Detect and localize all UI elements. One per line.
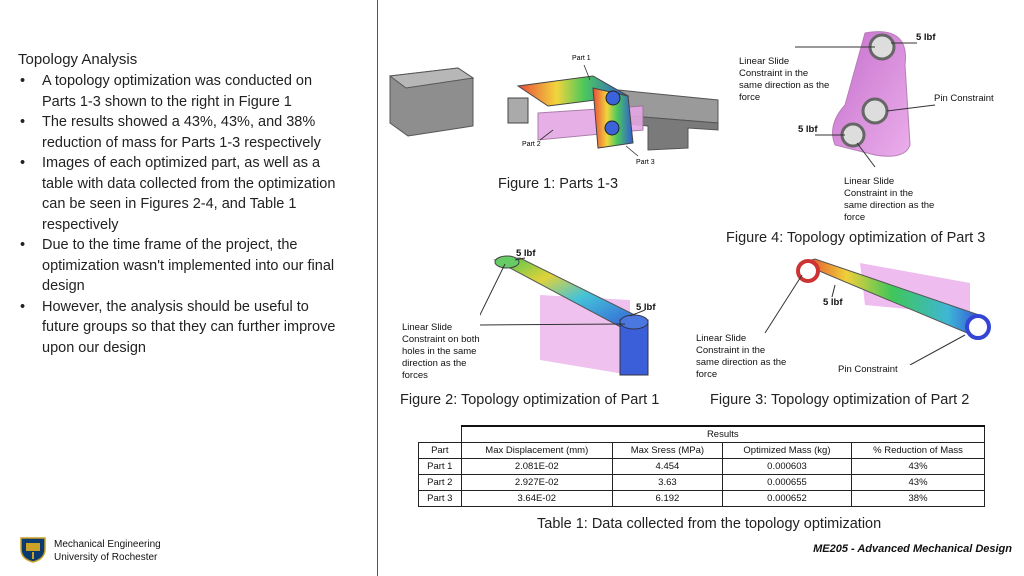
table-cell: 0.000655 <box>721 474 853 491</box>
figure-4-image <box>795 31 936 168</box>
bullet-list: A topology optimization was conducted on… <box>18 71 348 358</box>
vertical-divider <box>377 0 378 576</box>
table-cell: Part 3 <box>418 490 462 507</box>
results-table: Results Part Max Displacement (mm) Max S… <box>418 425 986 507</box>
figure-2-image <box>480 255 649 376</box>
constraint-label: Linear Slide Constraint on both holes in… <box>402 322 480 381</box>
figure-1-caption: Figure 1: Parts 1-3 <box>498 176 619 192</box>
force-label: 5 lbf <box>636 302 656 313</box>
figure-2-caption: Figure 2: Topology optimization of Part … <box>400 392 660 408</box>
figure-3-image <box>764 258 991 365</box>
bullet-item: Images of each optimized part, as well a… <box>18 153 348 235</box>
force-label: 5 lbf <box>916 32 936 43</box>
table-cell: 43% <box>851 458 985 475</box>
org-name: Mechanical Engineering University of Roc… <box>54 539 161 563</box>
table-cell: 0.000603 <box>721 458 853 475</box>
table-cell: 43% <box>851 474 985 491</box>
force-label: 5 lbf <box>823 297 843 308</box>
pin-constraint-label: Pin Constraint <box>838 364 898 375</box>
table-header: % Reduction of Mass <box>851 442 985 459</box>
table-cell: 3.64E-02 <box>460 490 613 507</box>
table-cell: 4.454 <box>611 458 723 475</box>
table-header: Optimized Mass (kg) <box>721 442 853 459</box>
table-row: Part 2 2.927E-02 3.63 0.000655 43% <box>418 474 985 491</box>
bullet-item: A topology optimization was conducted on… <box>18 71 348 112</box>
constraint-label: Linear Slide Constraint in the same dire… <box>739 56 830 103</box>
table-cell: 3.63 <box>611 474 723 491</box>
figure-3-caption: Figure 3: Topology optimization of Part … <box>710 392 970 408</box>
bullet-item: The results showed a 43%, 43%, and 38% r… <box>18 112 348 153</box>
table-cell: 2.927E-02 <box>460 474 613 491</box>
table-cell: 6.192 <box>611 490 723 507</box>
part-2-label: Part 2 <box>522 141 541 148</box>
part-3-label: Part 3 <box>636 159 655 166</box>
table-header: Max Displacement (mm) <box>460 442 613 459</box>
table-cell: 2.081E-02 <box>460 458 613 475</box>
table-header: Part <box>418 442 462 459</box>
table-row: Part 3 3.64E-02 6.192 0.000652 38% <box>418 490 985 507</box>
course-title: ME205 - Advanced Mechanical Design <box>813 543 1012 555</box>
university-logo-icon <box>20 537 46 563</box>
table-cell: 0.000652 <box>721 490 853 507</box>
table-group-header: Results <box>460 425 986 443</box>
figure-1-image: Part 1 Part 2 Part 3 <box>388 55 719 166</box>
part-1-label: Part 1 <box>572 55 591 62</box>
table-corner <box>419 426 462 443</box>
table-header: Max Sress (MPa) <box>611 442 723 459</box>
table-cell: 38% <box>851 490 985 507</box>
pin-constraint-label: Pin Constraint <box>934 93 994 104</box>
figure-4-caption: Figure 4: Topology optimization of Part … <box>726 230 986 246</box>
table-1-caption: Table 1: Data collected from the topolog… <box>537 516 882 532</box>
bullet-item: Due to the time frame of the project, th… <box>18 235 348 297</box>
table-cell: Part 1 <box>418 458 462 475</box>
bullet-item: However, the analysis should be useful t… <box>18 297 348 359</box>
constraint-label: Linear Slide Constraint in the same dire… <box>844 176 935 223</box>
force-label: 5 lbf <box>516 248 536 259</box>
constraint-label: Linear Slide Constraint in the same dire… <box>696 333 787 380</box>
section-heading: Topology Analysis <box>18 51 138 68</box>
force-label: 5 lbf <box>798 124 818 135</box>
table-row: Part 1 2.081E-02 4.454 0.000603 43% <box>418 458 985 475</box>
table-cell: Part 2 <box>418 474 462 491</box>
